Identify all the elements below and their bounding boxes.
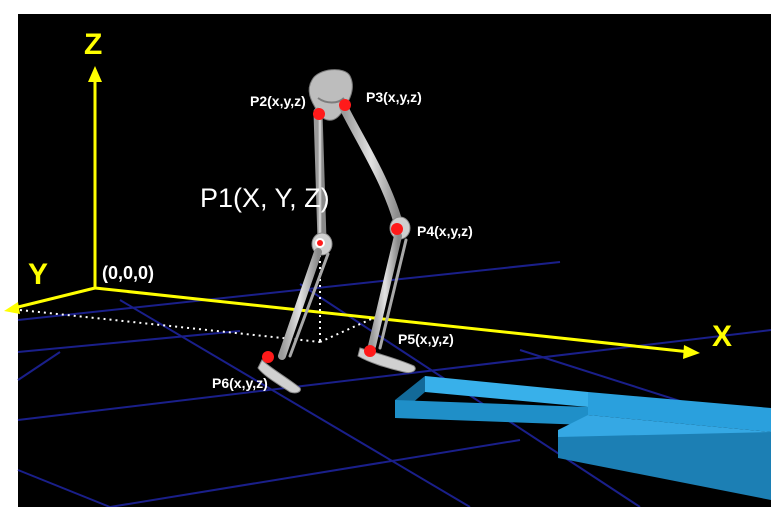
p2-label: P2(x,y,z) [250,93,306,109]
y-axis-label: Y [28,258,48,291]
left-foot [257,359,301,394]
p1-projection-lines [19,243,379,343]
p3-label: P3(x,y,z) [366,89,422,105]
p5-marker [364,345,376,357]
p4-marker [391,223,403,235]
x-axis-label: X [712,320,732,353]
y-axis [13,286,96,310]
p2-marker [313,108,325,120]
origin-label: (0,0,0) [102,263,154,283]
p1-label: P1(X, Y, Z) [200,183,330,213]
joint-markers [262,99,403,363]
p6-label: P6(x,y,z) [212,375,268,391]
walkway-platform [395,376,771,500]
p4-label: P4(x,y,z) [417,223,473,239]
floor-grid [17,261,771,507]
right-tibia [368,232,402,350]
right-femur [339,103,403,227]
left-femur [313,107,327,245]
z-axis-label: Z [84,28,102,61]
coordinate-axes [4,66,700,359]
left-tibia [278,248,322,360]
p3-marker [339,99,351,111]
p5-label: P5(x,y,z) [398,331,454,347]
x-axis [94,286,691,354]
p6-marker [262,351,274,363]
